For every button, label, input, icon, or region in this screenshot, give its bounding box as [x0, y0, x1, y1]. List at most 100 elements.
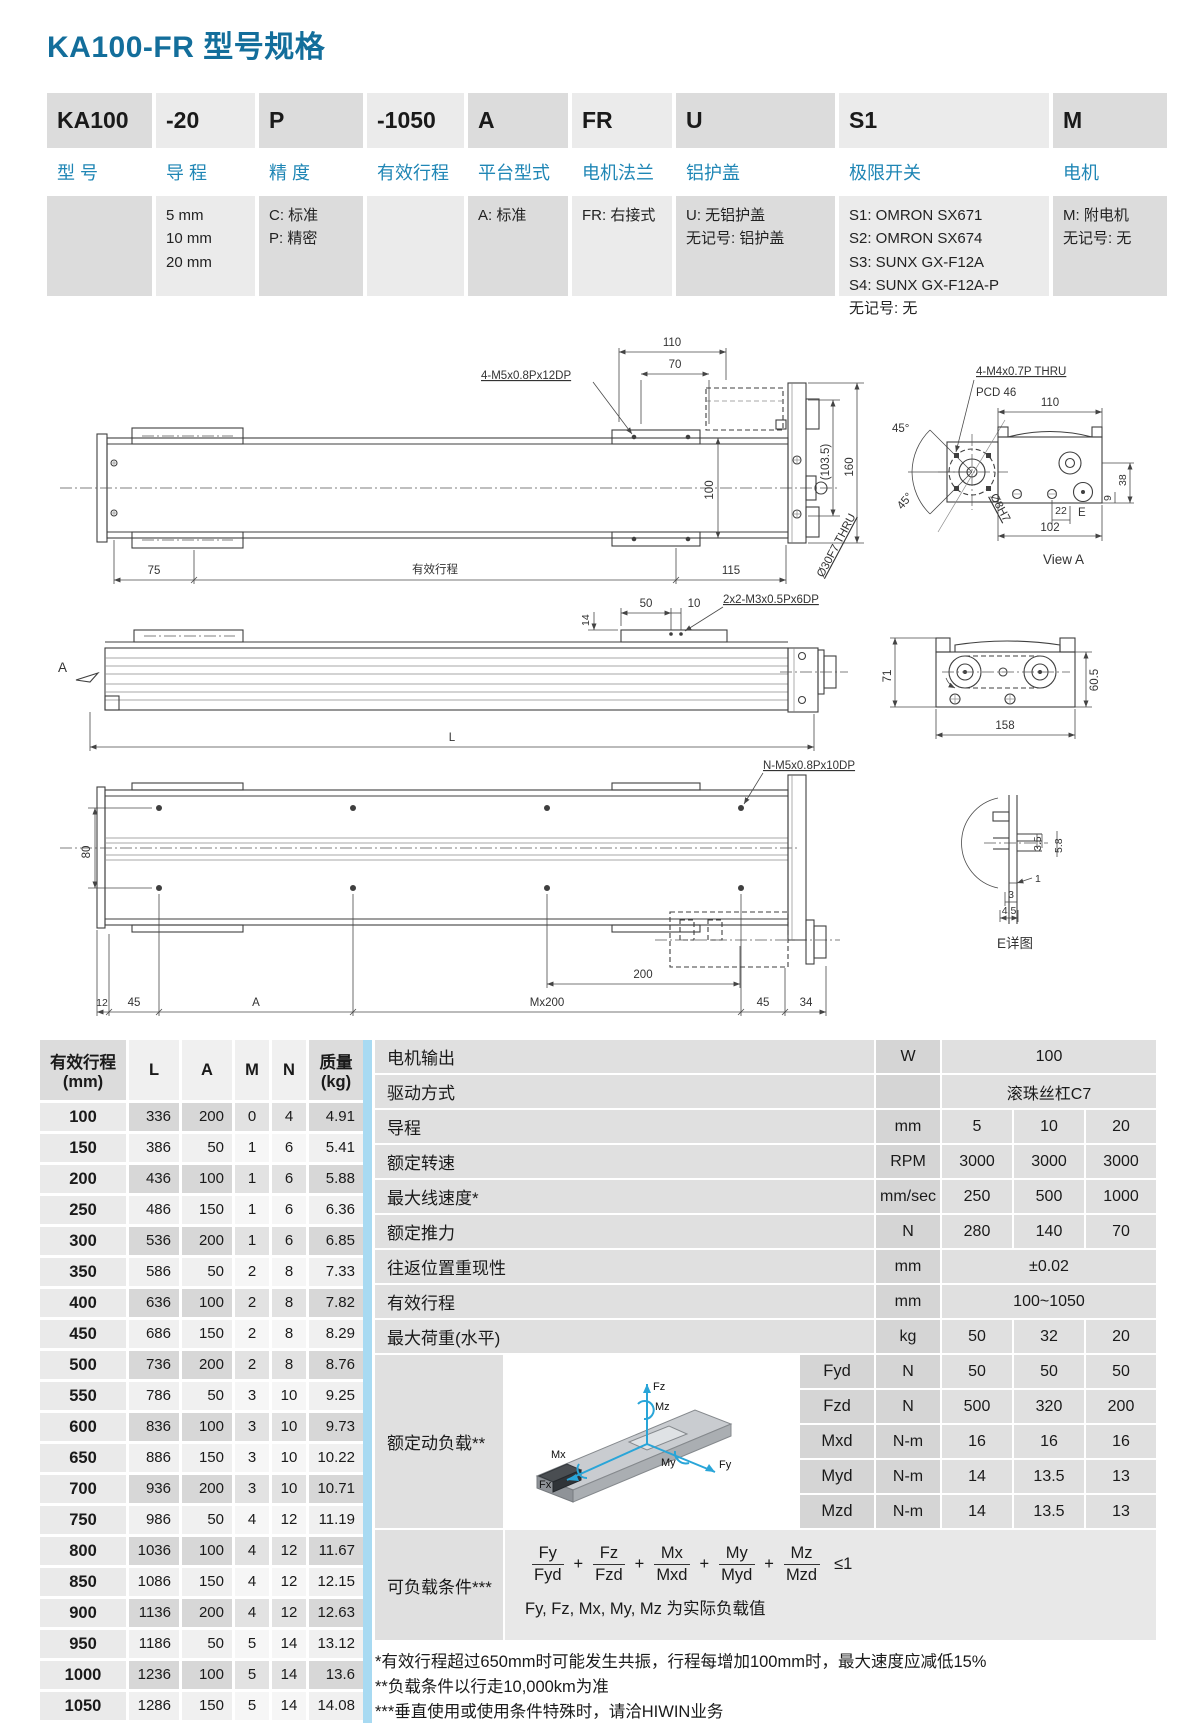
column-header: 质量 (kg) [309, 1040, 363, 1100]
spec-value: 50 [1086, 1355, 1156, 1388]
force-diagram-svg: Fz Mz My Fy Mx Fx [535, 1381, 732, 1503]
dim-label: 80 [81, 846, 93, 859]
l-value: 986 [129, 1506, 179, 1534]
dim-label: 45 [128, 997, 141, 1009]
dim-label: E [1078, 507, 1086, 519]
dim-label: 10 [688, 598, 701, 610]
spec-value: 14 [942, 1460, 1012, 1493]
spec-value: 500 [942, 1390, 1012, 1423]
n-value: 6 [272, 1196, 306, 1224]
view-a: 45° 45° 4-M4x0.7P THRU PCD 46 Ø8H7 Ø30F7… [815, 366, 1134, 579]
model-field-label: 铝护盖 [676, 148, 835, 196]
mass-value: 11.19 [309, 1506, 363, 1534]
l-value: 586 [129, 1258, 179, 1286]
spec-value: 50 [942, 1320, 1012, 1353]
dim-label: 38 [1117, 474, 1129, 486]
mass-value: 9.25 [309, 1382, 363, 1410]
model-field-label: 精 度 [259, 148, 363, 196]
model-options: U: 无铝护盖 无记号: 铝护盖 [676, 196, 835, 296]
mass-value: 9.73 [309, 1413, 363, 1441]
a-value: 150 [182, 1692, 232, 1720]
dim-label: 45 [757, 997, 770, 1009]
table-row: 1050 1286 150 5 14 14.08 [40, 1692, 363, 1720]
spec-value: 100~1050 [942, 1285, 1156, 1318]
m-value: 0 [235, 1103, 269, 1131]
l-value: 886 [129, 1444, 179, 1472]
spec-row: 额定转速 RPM 3000 3000 3000 [375, 1145, 1156, 1178]
stroke-value: 850 [40, 1568, 126, 1596]
m-value: 3 [235, 1475, 269, 1503]
spec-value: 250 [942, 1180, 1012, 1213]
spec-unit [876, 1075, 940, 1108]
a-value: 150 [182, 1444, 232, 1472]
formula-denominator: Myd [721, 1566, 753, 1584]
spec-label: 驱动方式 [375, 1075, 874, 1108]
l-value: 536 [129, 1227, 179, 1255]
stroke-value: 400 [40, 1289, 126, 1317]
spec-sublabel: Mzd [800, 1495, 874, 1528]
dim-label: 34 [800, 997, 813, 1009]
l-value: 1286 [129, 1692, 179, 1720]
spec-label: 往返位置重现性 [375, 1250, 874, 1283]
force-label: Fz [653, 1381, 665, 1393]
footnote: *有效行程超过650mm时可能发生共振，行程每增加100mm时，最大速度应减低1… [375, 1653, 987, 1671]
spec-value: 140 [1014, 1215, 1084, 1248]
spec-unit: RPM [876, 1145, 940, 1178]
spec-value: 滚珠丝杠C7 [942, 1075, 1156, 1108]
e-detail-caption: E详图 [997, 936, 1033, 951]
mass-value: 14.08 [309, 1692, 363, 1720]
spec-value: 3000 [1086, 1145, 1156, 1178]
force-label: Mz [655, 1401, 670, 1413]
a-value: 200 [182, 1599, 232, 1627]
spec-row: Mxd N-m 16 16 16 [800, 1425, 1156, 1458]
dim-label: 有效行程 [412, 562, 458, 576]
m-value: 1 [235, 1134, 269, 1162]
dim-label: (103.5) [820, 444, 832, 481]
a-value: 50 [182, 1506, 232, 1534]
m-value: 5 [235, 1630, 269, 1658]
model-code: P [259, 93, 363, 148]
table-row: 700 936 200 3 10 10.71 [40, 1475, 363, 1503]
n-value: 12 [272, 1506, 306, 1534]
stroke-value: 550 [40, 1382, 126, 1410]
spec-unit: N [876, 1355, 940, 1388]
dim-label: 70 [669, 359, 682, 371]
model-code: FR [572, 93, 672, 148]
n-value: 8 [272, 1258, 306, 1286]
spec-value: 13.5 [1014, 1460, 1084, 1493]
m-value: 2 [235, 1351, 269, 1379]
spec-value: 320 [1014, 1390, 1084, 1423]
spec-value: ±0.02 [942, 1250, 1156, 1283]
mass-value: 13.6 [309, 1661, 363, 1689]
stroke-value: 950 [40, 1630, 126, 1658]
formula-note: Fy, Fz, Mx, My, Mz 为实际负载值 [525, 1600, 766, 1618]
spec-table: 电机输出 W 100 驱动方式 滚珠丝杠C7 导程 mm 5 10 20 额定转… [375, 1040, 1156, 1723]
spec-unit: mm [876, 1110, 940, 1143]
a-value: 100 [182, 1661, 232, 1689]
l-value: 486 [129, 1196, 179, 1224]
a-value: 50 [182, 1134, 232, 1162]
dim-label: L [449, 732, 456, 744]
model-options: FR: 右接式 [572, 196, 672, 296]
n-value: 10 [272, 1475, 306, 1503]
m-value: 4 [235, 1599, 269, 1627]
mass-value: 11.67 [309, 1537, 363, 1565]
l-value: 386 [129, 1134, 179, 1162]
spec-value: 20 [1086, 1320, 1156, 1353]
mass-value: 7.82 [309, 1289, 363, 1317]
force-label: Mx [551, 1449, 566, 1461]
view-a-caption: View A [1043, 552, 1084, 567]
l-value: 736 [129, 1351, 179, 1379]
model-options [367, 196, 464, 296]
n-value: 10 [272, 1444, 306, 1472]
force-label: My [661, 1457, 676, 1469]
spec-value: 500 [1014, 1180, 1084, 1213]
dim-label: PCD 46 [976, 387, 1016, 399]
spec-label: 额定推力 [375, 1215, 874, 1248]
section-label: A [58, 660, 67, 675]
column-header: L [129, 1040, 179, 1100]
dim-label: 45° [892, 423, 909, 435]
footnote: ***垂直使用或使用条件特殊时，请洽HIWIN业务 [375, 1702, 724, 1721]
dim-label: 1 [1035, 873, 1041, 885]
